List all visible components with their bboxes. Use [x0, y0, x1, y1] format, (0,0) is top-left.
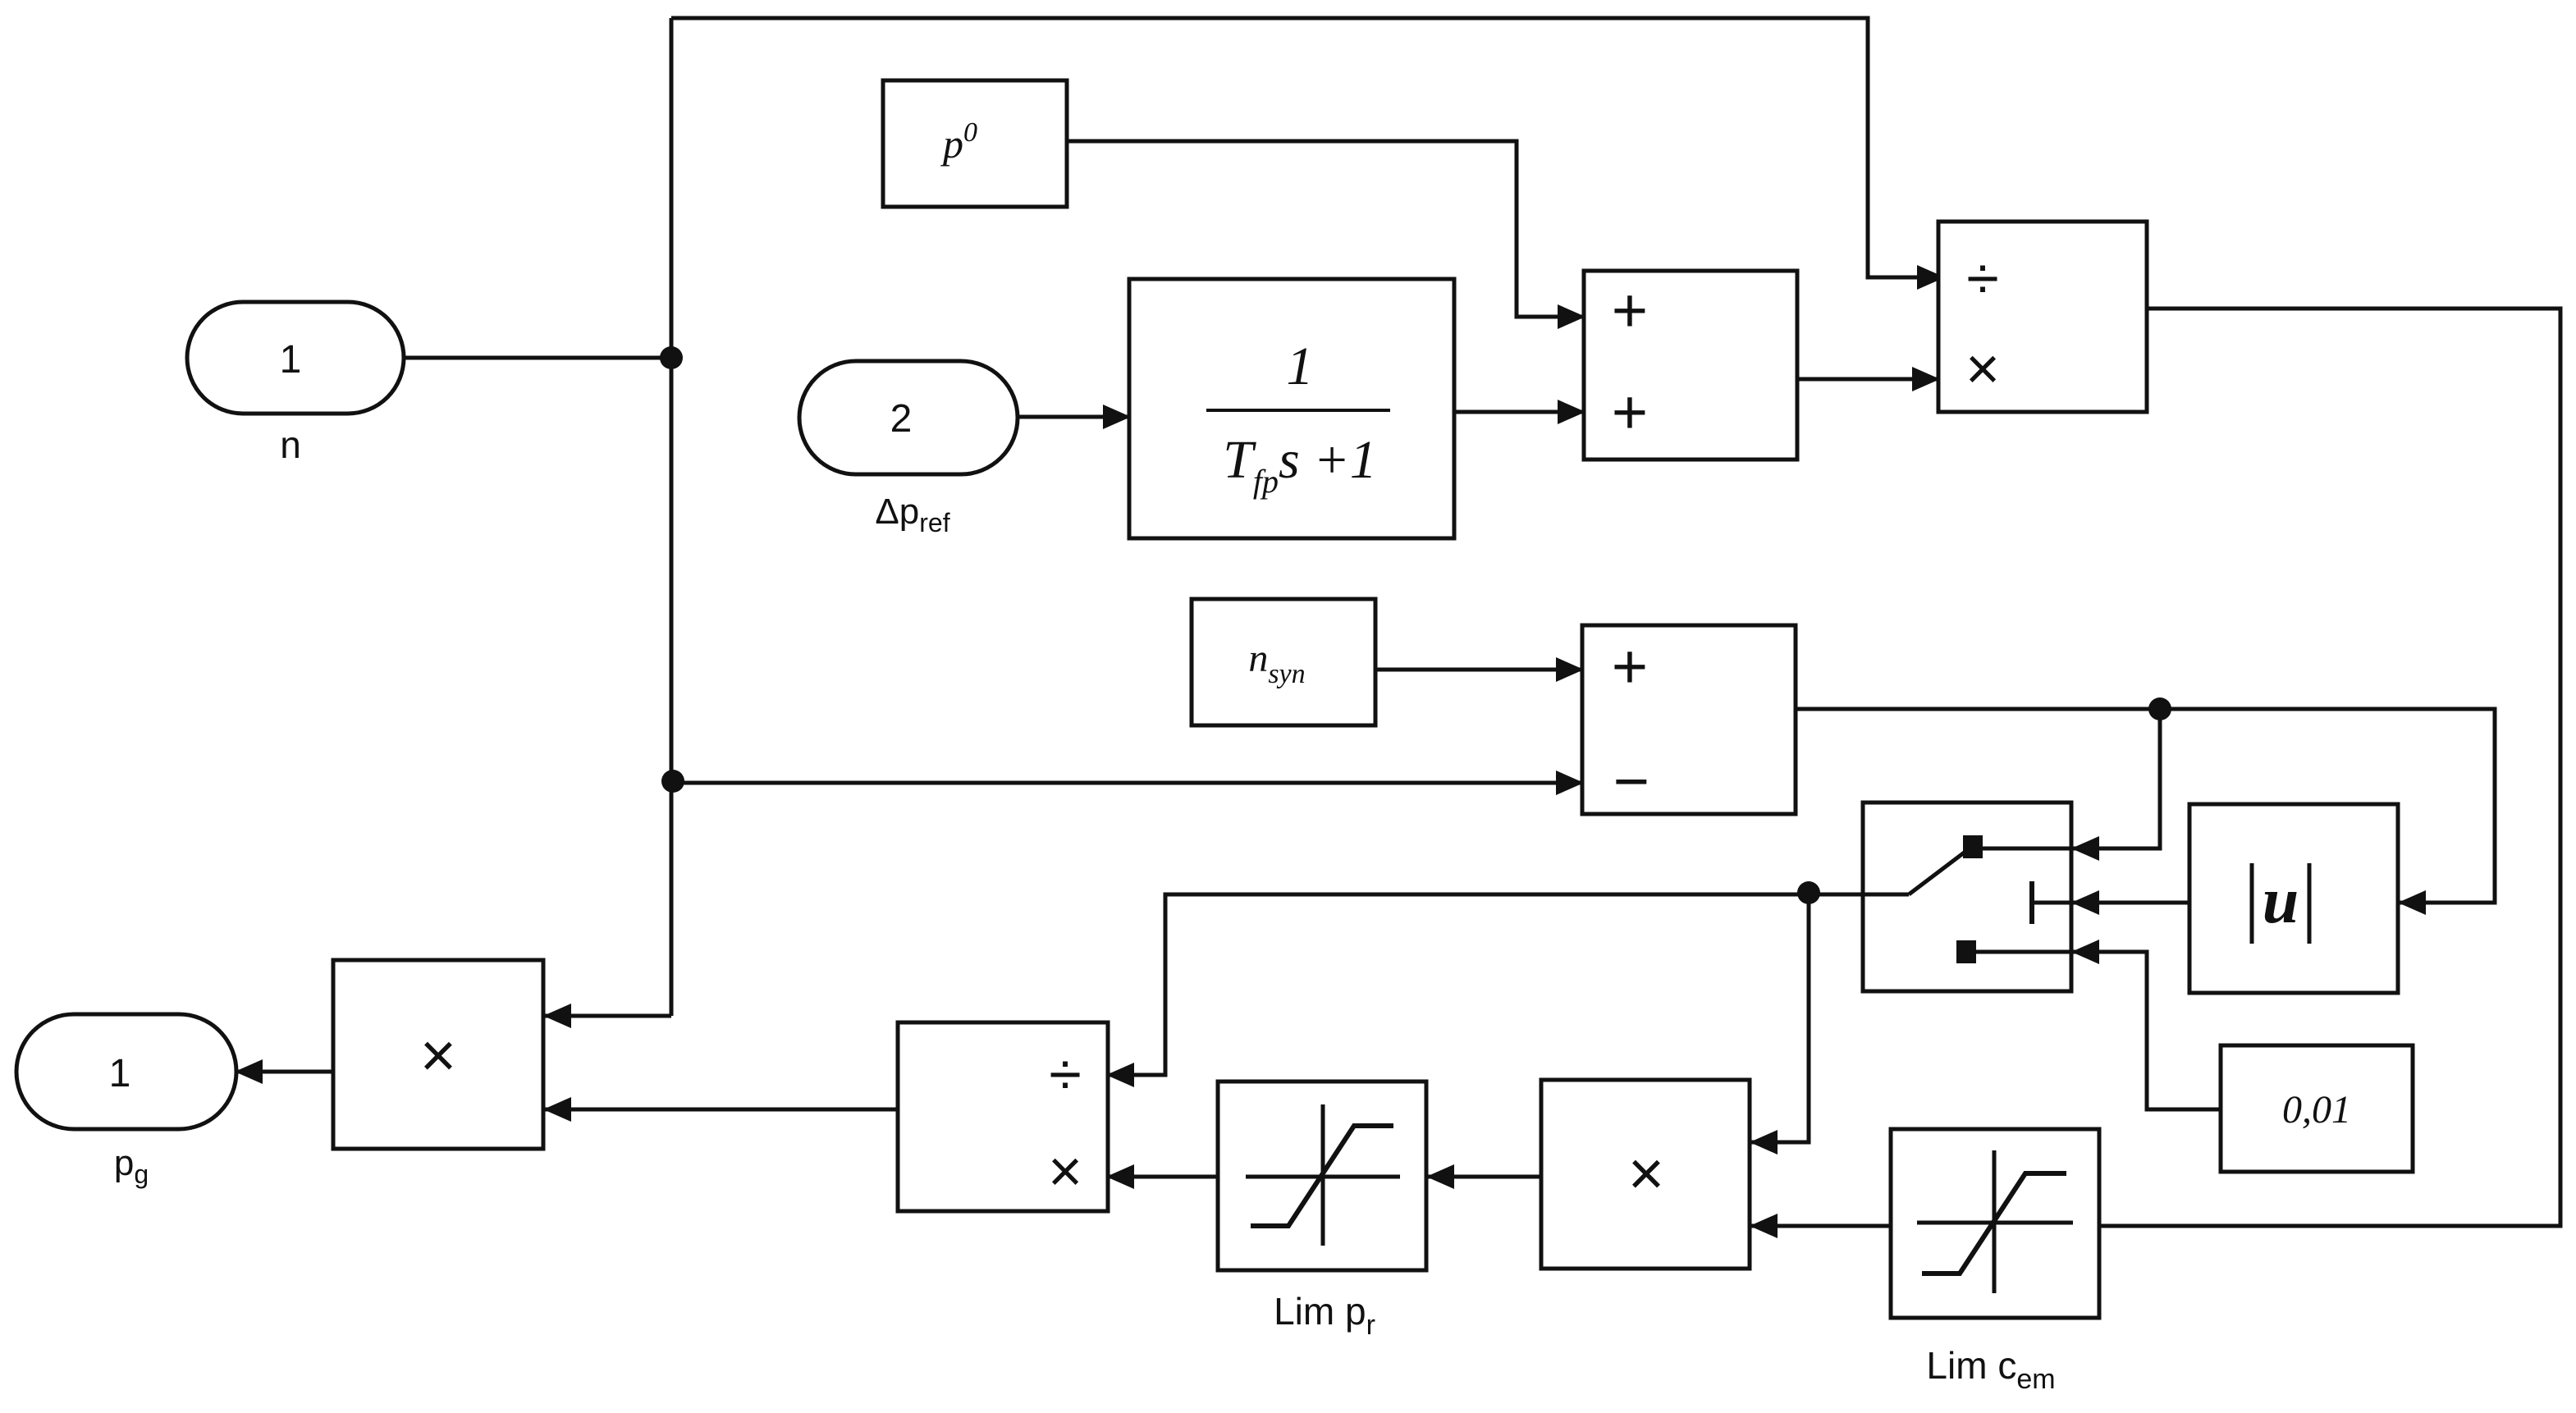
product-block-pg[interactable]: × [331, 958, 546, 1151]
inport-n[interactable]: 1 n [185, 300, 406, 466]
divide-symbol: ÷ [1049, 1042, 1082, 1108]
divide-block-top[interactable]: ÷ × [1936, 219, 2149, 414]
multiply-symbol: × [1628, 1139, 1664, 1209]
wire-speed-error [1796, 706, 2497, 915]
wire-switch-output [1106, 892, 1863, 1087]
inport-dp-ref[interactable]: 2 Δpref [797, 359, 1020, 537]
sum-plus-sign: + [1612, 632, 1648, 702]
junction-dot [660, 346, 683, 369]
sat-curve [1251, 1123, 1393, 1228]
switch-lever [1907, 847, 1971, 896]
multiply-symbol: × [1965, 336, 2000, 402]
junction-dot [2148, 697, 2171, 720]
wire-n-top [671, 16, 1945, 290]
multiply-symbol: × [420, 1021, 456, 1091]
saturation-lim-pr[interactable] [1215, 1079, 1429, 1273]
wire-p0-to-sum [1067, 139, 1585, 329]
inport-n-number: 1 [280, 338, 302, 382]
lim-cem-label: Lim cem [1926, 1344, 2055, 1395]
junctions [660, 346, 2171, 904]
tf-denominator: Tfps +1 [1223, 430, 1377, 500]
sat-curve [1922, 1171, 2066, 1276]
outport-pg-number: 1 [109, 1052, 131, 1095]
inport-dp-ref-label: Δpref [875, 492, 949, 537]
sum-plus-sign: + [1612, 377, 1648, 447]
outport-pg-label: pg [114, 1143, 149, 1189]
inport-n-label: n [280, 423, 301, 466]
tf-numerator: 1 [1287, 336, 1314, 396]
abs-variable: u [2263, 865, 2299, 937]
junction-dot [1797, 881, 1820, 904]
switch-contact-top [1963, 835, 1983, 858]
wire-divide-to-limcem [2099, 306, 2563, 1228]
wire-threshold-to-switch [2071, 940, 2221, 1112]
constant-p0[interactable]: p0 [881, 78, 1069, 209]
switch-block[interactable] [1860, 800, 2074, 994]
divide-symbol: ÷ [1966, 246, 1999, 312]
switch-contact-bottom [1956, 940, 1976, 963]
outport-pg[interactable]: 1 pg [14, 1012, 239, 1189]
constant-threshold[interactable]: 0,01 [2218, 1043, 2415, 1174]
constant-threshold-label: 0,01 [2282, 1088, 2351, 1132]
constant-nsyn[interactable]: nsyn [1189, 597, 1378, 728]
transfer-function-block[interactable]: 1 Tfps +1 [1127, 277, 1457, 541]
lim-pr-label: Lim pr [1274, 1290, 1375, 1341]
constant-nsyn-label: nsyn [1248, 637, 1305, 689]
sum-block-power[interactable]: + + [1581, 268, 1800, 462]
sum-plus-sign: + [1612, 276, 1648, 345]
saturation-lim-cem[interactable] [1888, 1127, 2102, 1320]
product-block-middle[interactable]: × [1539, 1077, 1752, 1271]
sum-minus-sign: − [1613, 747, 1649, 816]
wire-error-to-switch [2071, 709, 2162, 861]
inport-dp-ref-number: 2 [890, 397, 913, 441]
wire-switch-to-product [1750, 894, 1811, 1155]
abs-block[interactable]: u [2187, 802, 2400, 995]
constant-p0-label: p0 [940, 117, 977, 167]
multiply-symbol: × [1048, 1139, 1082, 1205]
divide-block-bottom[interactable]: ÷ × [895, 1020, 1110, 1214]
signal-wires [235, 16, 2563, 1238]
sum-block-speed[interactable]: + − [1580, 623, 1798, 816]
junction-dot [661, 770, 684, 793]
